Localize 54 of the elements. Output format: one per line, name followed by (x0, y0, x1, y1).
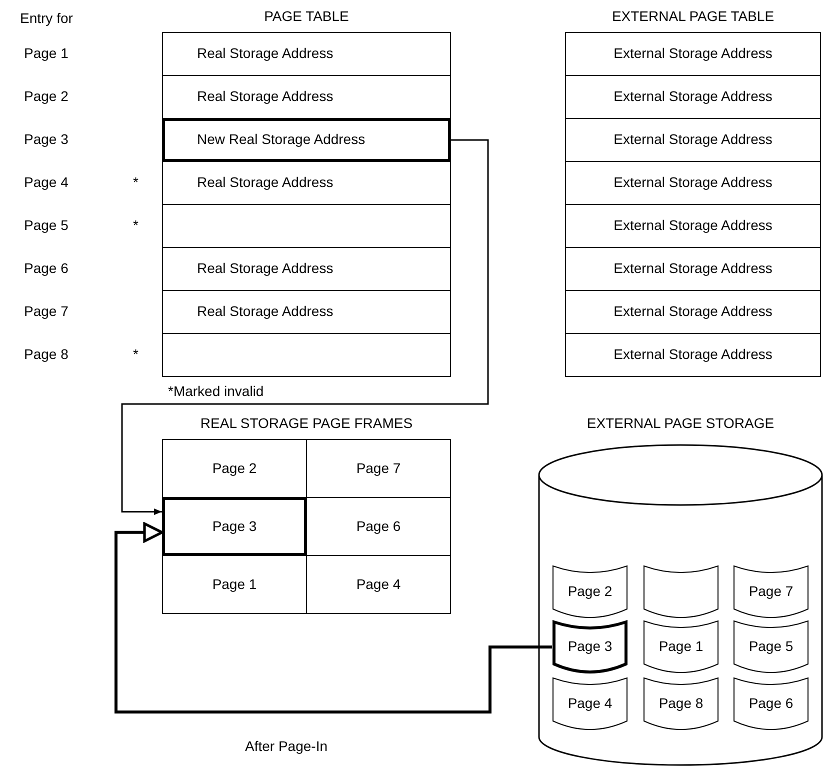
table-entry: Real Storage Address (162, 161, 451, 205)
table-entry: External Storage Address (565, 290, 821, 334)
table-entry (162, 333, 451, 377)
table-entry: New Real Storage Address (162, 118, 451, 162)
table-heading: EXTERNAL PAGE TABLE (610, 8, 776, 24)
table-entry: External Storage Address (565, 32, 821, 76)
table-entry (162, 204, 451, 248)
row-label: Page 3 (24, 131, 68, 147)
table-entry: Real Storage Address (162, 32, 451, 76)
table-entry: Real Storage Address (162, 75, 451, 119)
page-frame: Page 2 (162, 439, 307, 498)
page-slot: Page 8 (643, 677, 719, 731)
table-entry: External Storage Address (565, 118, 821, 162)
page-frame: Page 7 (306, 439, 451, 498)
page-table (162, 8, 451, 378)
page-slot: Page 4 (552, 677, 628, 731)
grid-heading: REAL STORAGE PAGE FRAMES (199, 415, 414, 431)
row-label: Page 5 (24, 217, 68, 233)
table-entry: Real Storage Address (162, 290, 451, 334)
page-slot: Page 5 (733, 620, 809, 674)
page-frame: Page 3 (162, 497, 307, 556)
table-entry: External Storage Address (565, 161, 821, 205)
storage-drum (538, 415, 823, 767)
table-entry: Real Storage Address (162, 247, 451, 291)
row-label: Page 4 (24, 174, 68, 190)
row-label: * (133, 346, 138, 362)
footnote: *Marked invalid (168, 383, 264, 399)
arrow (114, 522, 552, 714)
storage-heading: EXTERNAL PAGE STORAGE (586, 415, 776, 431)
page-slot: Page 6 (733, 677, 809, 731)
table-entry: External Storage Address (565, 204, 821, 248)
row-label: Page 8 (24, 346, 68, 362)
row-label: Page 6 (24, 260, 68, 276)
page-slot: Page 2 (552, 565, 628, 619)
page-frame-grid (162, 415, 451, 615)
page-frame: Page 4 (306, 555, 451, 614)
caption: After Page-In (245, 738, 328, 754)
page-slot: Page 3 (552, 620, 628, 674)
page-slot: Page 7 (733, 565, 809, 619)
table-entry: External Storage Address (565, 75, 821, 119)
external-page-table (565, 8, 821, 378)
column-heading: Entry for (20, 10, 73, 26)
row-label: * (133, 174, 138, 190)
page-slot: Page 1 (643, 620, 719, 674)
row-label: Page 7 (24, 303, 68, 319)
arrow (121, 139, 489, 515)
row-label: * (133, 217, 138, 233)
row-label: Page 1 (24, 45, 68, 61)
table-heading: PAGE TABLE (263, 8, 350, 24)
page-frame: Page 1 (162, 555, 307, 614)
table-entry: External Storage Address (565, 247, 821, 291)
table-entry: External Storage Address (565, 333, 821, 377)
row-label: Page 2 (24, 88, 68, 104)
page-slot (643, 565, 719, 619)
